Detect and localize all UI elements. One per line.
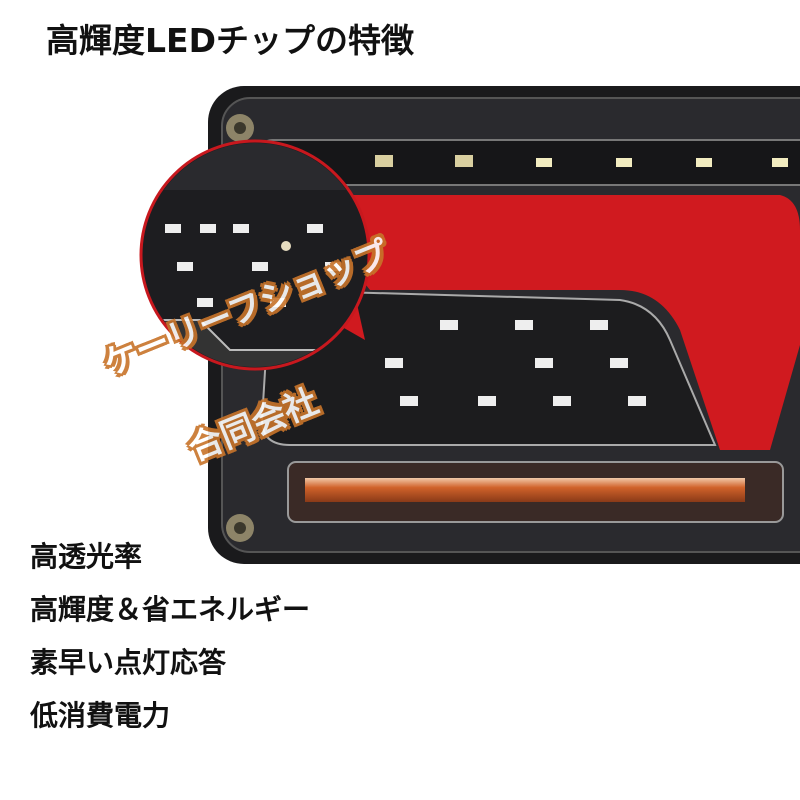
red-lens <box>290 195 800 450</box>
feature-high-transmittance: 高透光率 <box>30 540 143 573</box>
screw-bottom <box>226 514 254 542</box>
feature-low-power: 低消費電力 <box>30 699 171 732</box>
feature-fast-response: 素早い点灯応答 <box>30 646 227 679</box>
amber-turn-strip <box>287 461 784 523</box>
magnifier-callout <box>139 139 371 371</box>
feature-high-brightness: 高輝度＆省エネルギー <box>30 593 311 626</box>
pcb-leds <box>385 320 646 406</box>
screw-top <box>226 114 254 142</box>
top-led-strip <box>261 139 800 186</box>
page-title: 高輝度LEDチップの特徴 <box>46 21 414 60</box>
